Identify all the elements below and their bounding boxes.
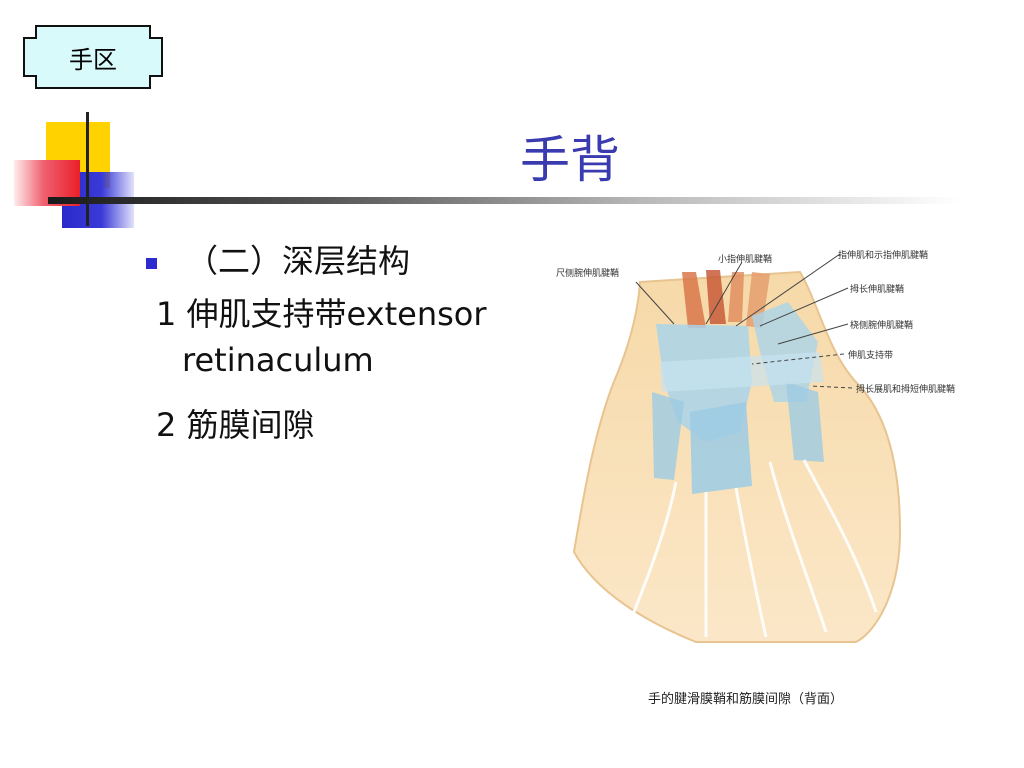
- label-abductor-brevis-sheath: 拇长展肌和拇短伸肌腱鞘: [856, 385, 956, 395]
- item-1-line-2: retinaculum: [182, 341, 374, 379]
- decor-vertical-line: [86, 112, 89, 226]
- label-ulnar-extensor-sheath: 尺侧腕伸肌腱鞘: [556, 269, 620, 279]
- label-little-finger-sheath: 小指伸肌腱鞘: [718, 255, 773, 265]
- section-badge: 手区: [22, 24, 164, 90]
- badge-shape: [23, 25, 163, 89]
- item-1-line-1: 1 伸肌支持带extensor: [156, 295, 487, 333]
- bullet-square-icon: [146, 258, 157, 269]
- title-underline: [48, 197, 960, 204]
- label-radial-extensor-sheath: 桡侧腕伸肌腱鞘: [850, 321, 914, 331]
- section-label: 手区: [69, 45, 117, 74]
- label-digitorum-index-sheath: 指伸肌和示指伸肌腱鞘: [838, 251, 929, 261]
- hand-dorsum-illustration: 尺侧腕伸肌腱鞘 小指伸肌腱鞘 指伸肌和示指伸肌腱鞘 拇长伸肌腱鞘 桡侧腕伸肌腱鞘…: [556, 232, 976, 652]
- label-extensor-retinaculum: 伸肌支持带: [848, 351, 894, 361]
- figure-caption: 手的腱滑膜鞘和筋膜间隙（背面）: [648, 692, 844, 707]
- label-pollicis-longus-sheath: 拇长伸肌腱鞘: [850, 285, 905, 295]
- item-2: 2 筋膜间隙: [156, 406, 315, 444]
- hand-illustration-art: [572, 253, 902, 643]
- slide-title: 手背: [520, 131, 620, 189]
- bullet-heading: （二）深层结构: [186, 242, 411, 280]
